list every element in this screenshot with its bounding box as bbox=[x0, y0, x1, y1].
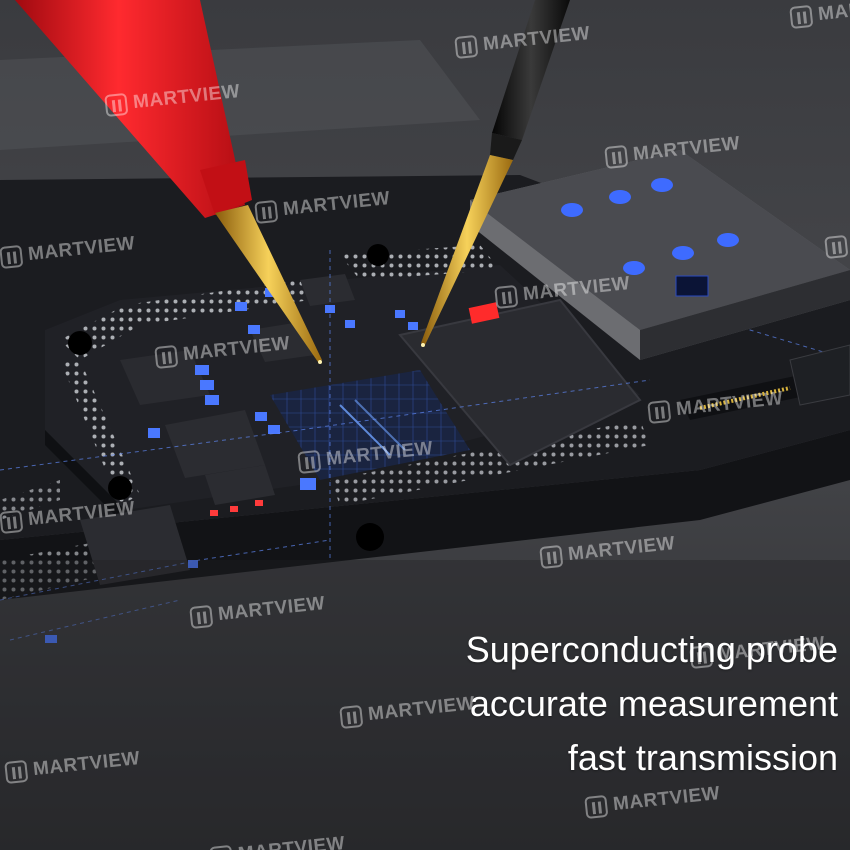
red-probe bbox=[15, 0, 322, 364]
black-probe bbox=[421, 0, 570, 347]
caption-line-2: accurate measurement bbox=[469, 683, 838, 724]
mounting-holes bbox=[68, 244, 389, 551]
solder-dots bbox=[60, 280, 310, 360]
small-chip bbox=[80, 505, 190, 585]
caption-line-3: fast transmission bbox=[567, 737, 838, 778]
memory-chip bbox=[398, 298, 642, 467]
fpc-connector bbox=[680, 375, 810, 420]
small-chip bbox=[120, 350, 210, 405]
red-leds bbox=[210, 500, 263, 516]
small-chip bbox=[165, 410, 265, 478]
glowing-slots bbox=[561, 178, 739, 275]
board-edge bbox=[0, 430, 850, 600]
red-component bbox=[468, 302, 500, 324]
caption-line-1: Superconducting probe bbox=[465, 629, 838, 670]
